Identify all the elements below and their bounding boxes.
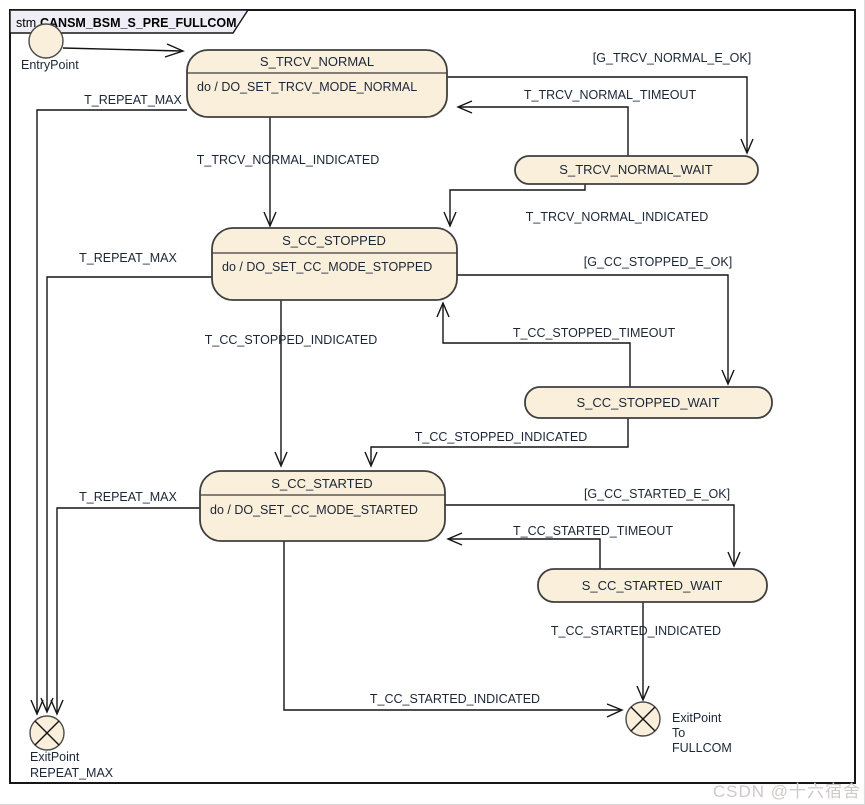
diagram-frame: stm CANSM_BSM_S_PRE_FULLCOM — [9, 9, 856, 784]
state-name: S_CC_STOPPED_WAIT — [576, 395, 719, 410]
transition-t-cc-started-timeout: T_CC_STARTED_TIMEOUT — [446, 524, 673, 569]
transition-label: [G_CC_STARTED_E_OK] — [584, 487, 730, 501]
transition-label: T_REPEAT_MAX — [84, 93, 182, 107]
transition-g-cc-stopped-e-ok: [G_CC_STOPPED_E_OK] — [457, 255, 735, 386]
transition-label: [G_TRCV_NORMAL_E_OK] — [593, 51, 751, 65]
transition-label: T_TRCV_NORMAL_INDICATED — [526, 210, 708, 224]
state-action: do / DO_SET_TRCV_MODE_NORMAL — [197, 80, 417, 94]
exit-point-label: ExitPoint — [672, 711, 722, 725]
state-name: S_CC_STARTED — [271, 476, 372, 491]
exit-point-label: To — [672, 726, 685, 740]
transition-label: [G_CC_STOPPED_E_OK] — [584, 255, 732, 269]
transition-label: T_CC_STARTED_TIMEOUT — [513, 524, 673, 538]
exit-point-label: FULLCOM — [672, 741, 732, 755]
watermark: CSDN @十六宿舍 — [713, 782, 861, 801]
state-name: S_CC_STARTED_WAIT — [582, 578, 723, 593]
transition-label: T_CC_STARTED_INDICATED — [551, 624, 721, 638]
transition-g-trcv-normal-e-ok: [G_TRCV_NORMAL_E_OK] — [447, 51, 754, 155]
state-s-trcv-normal-wait: S_TRCV_NORMAL_WAIT — [514, 155, 759, 185]
transition-entry-to-trcv-normal — [62, 43, 185, 58]
entry-point: EntryPoint — [21, 23, 79, 72]
transition-label: T_CC_STARTED_INDICATED — [370, 692, 540, 706]
transition-label: T_CC_STOPPED_INDICATED — [415, 430, 588, 444]
state-s-cc-stopped-wait: S_CC_STOPPED_WAIT — [524, 386, 773, 419]
state-name: S_TRCV_NORMAL_WAIT — [559, 162, 712, 177]
transition-t-repeat-max-3: T_REPEAT_MAX — [50, 490, 200, 716]
state-action: do / DO_SET_CC_MODE_STARTED — [210, 503, 418, 517]
transition-t-repeat-max-1: T_REPEAT_MAX — [30, 93, 187, 716]
state-s-trcv-normal: S_TRCV_NORMAL do / DO_SET_TRCV_MODE_NORM… — [186, 49, 448, 118]
state-s-cc-stopped: S_CC_STOPPED do / DO_SET_CC_MODE_STOPPED — [211, 227, 458, 301]
entry-point-icon — [28, 23, 64, 59]
transition-t-trcv-normal-timeout: T_TRCV_NORMAL_TIMEOUT — [456, 88, 697, 156]
state-name: S_CC_STOPPED — [282, 233, 386, 248]
transition-t-cc-stopped-indicated-2: T_CC_STOPPED_INDICATED — [364, 418, 629, 468]
frame-title: CANSM_BSM_S_PRE_FULLCOM — [40, 16, 237, 30]
transition-label: T_CC_STOPPED_TIMEOUT — [513, 326, 676, 340]
state-name: S_TRCV_NORMAL — [260, 54, 374, 69]
exit-point-label: ExitPoint — [30, 750, 80, 764]
transition-label: T_TRCV_NORMAL_TIMEOUT — [524, 88, 697, 102]
transition-t-trcv-normal-indicated-2: T_TRCV_NORMAL_INDICATED — [443, 184, 708, 228]
exit-point-label: REPEAT_MAX — [30, 766, 114, 780]
frame-border — [9, 9, 856, 784]
transition-label: T_TRCV_NORMAL_INDICATED — [197, 153, 379, 167]
transition-t-cc-started-indicated-1: T_CC_STARTED_INDICATED — [551, 602, 721, 702]
transition-label: T_REPEAT_MAX — [79, 251, 177, 265]
exit-point-fullcom: ExitPoint To FULLCOM — [625, 701, 732, 755]
transitions: [G_TRCV_NORMAL_E_OK] T_TRCV_NORMAL_TIMEO… — [30, 43, 754, 718]
state-action: do / DO_SET_CC_MODE_STOPPED — [222, 260, 432, 274]
transition-label: T_CC_STOPPED_INDICATED — [205, 333, 378, 347]
transition-label: T_REPEAT_MAX — [79, 490, 177, 504]
transition-g-cc-started-e-ok: [G_CC_STARTED_E_OK] — [445, 487, 741, 568]
state-s-cc-started: S_CC_STARTED do / DO_SET_CC_MODE_STARTED — [199, 470, 446, 542]
transition-t-trcv-normal-indicated-1: T_TRCV_NORMAL_INDICATED — [197, 117, 379, 228]
transition-t-cc-started-indicated-2: T_CC_STARTED_INDICATED — [283, 541, 624, 718]
transition-t-cc-stopped-indicated-1: T_CC_STOPPED_INDICATED — [205, 300, 378, 468]
exit-point-repeat-max: ExitPoint REPEAT_MAX — [29, 715, 114, 780]
frame-title-tab — [9, 9, 250, 34]
frame-keyword: stm — [16, 16, 36, 30]
entry-point-label: EntryPoint — [21, 58, 79, 72]
transition-t-repeat-max-2: T_REPEAT_MAX — [40, 251, 212, 714]
state-s-cc-started-wait: S_CC_STARTED_WAIT — [537, 568, 768, 603]
transition-t-cc-stopped-timeout: T_CC_STOPPED_TIMEOUT — [436, 301, 676, 387]
